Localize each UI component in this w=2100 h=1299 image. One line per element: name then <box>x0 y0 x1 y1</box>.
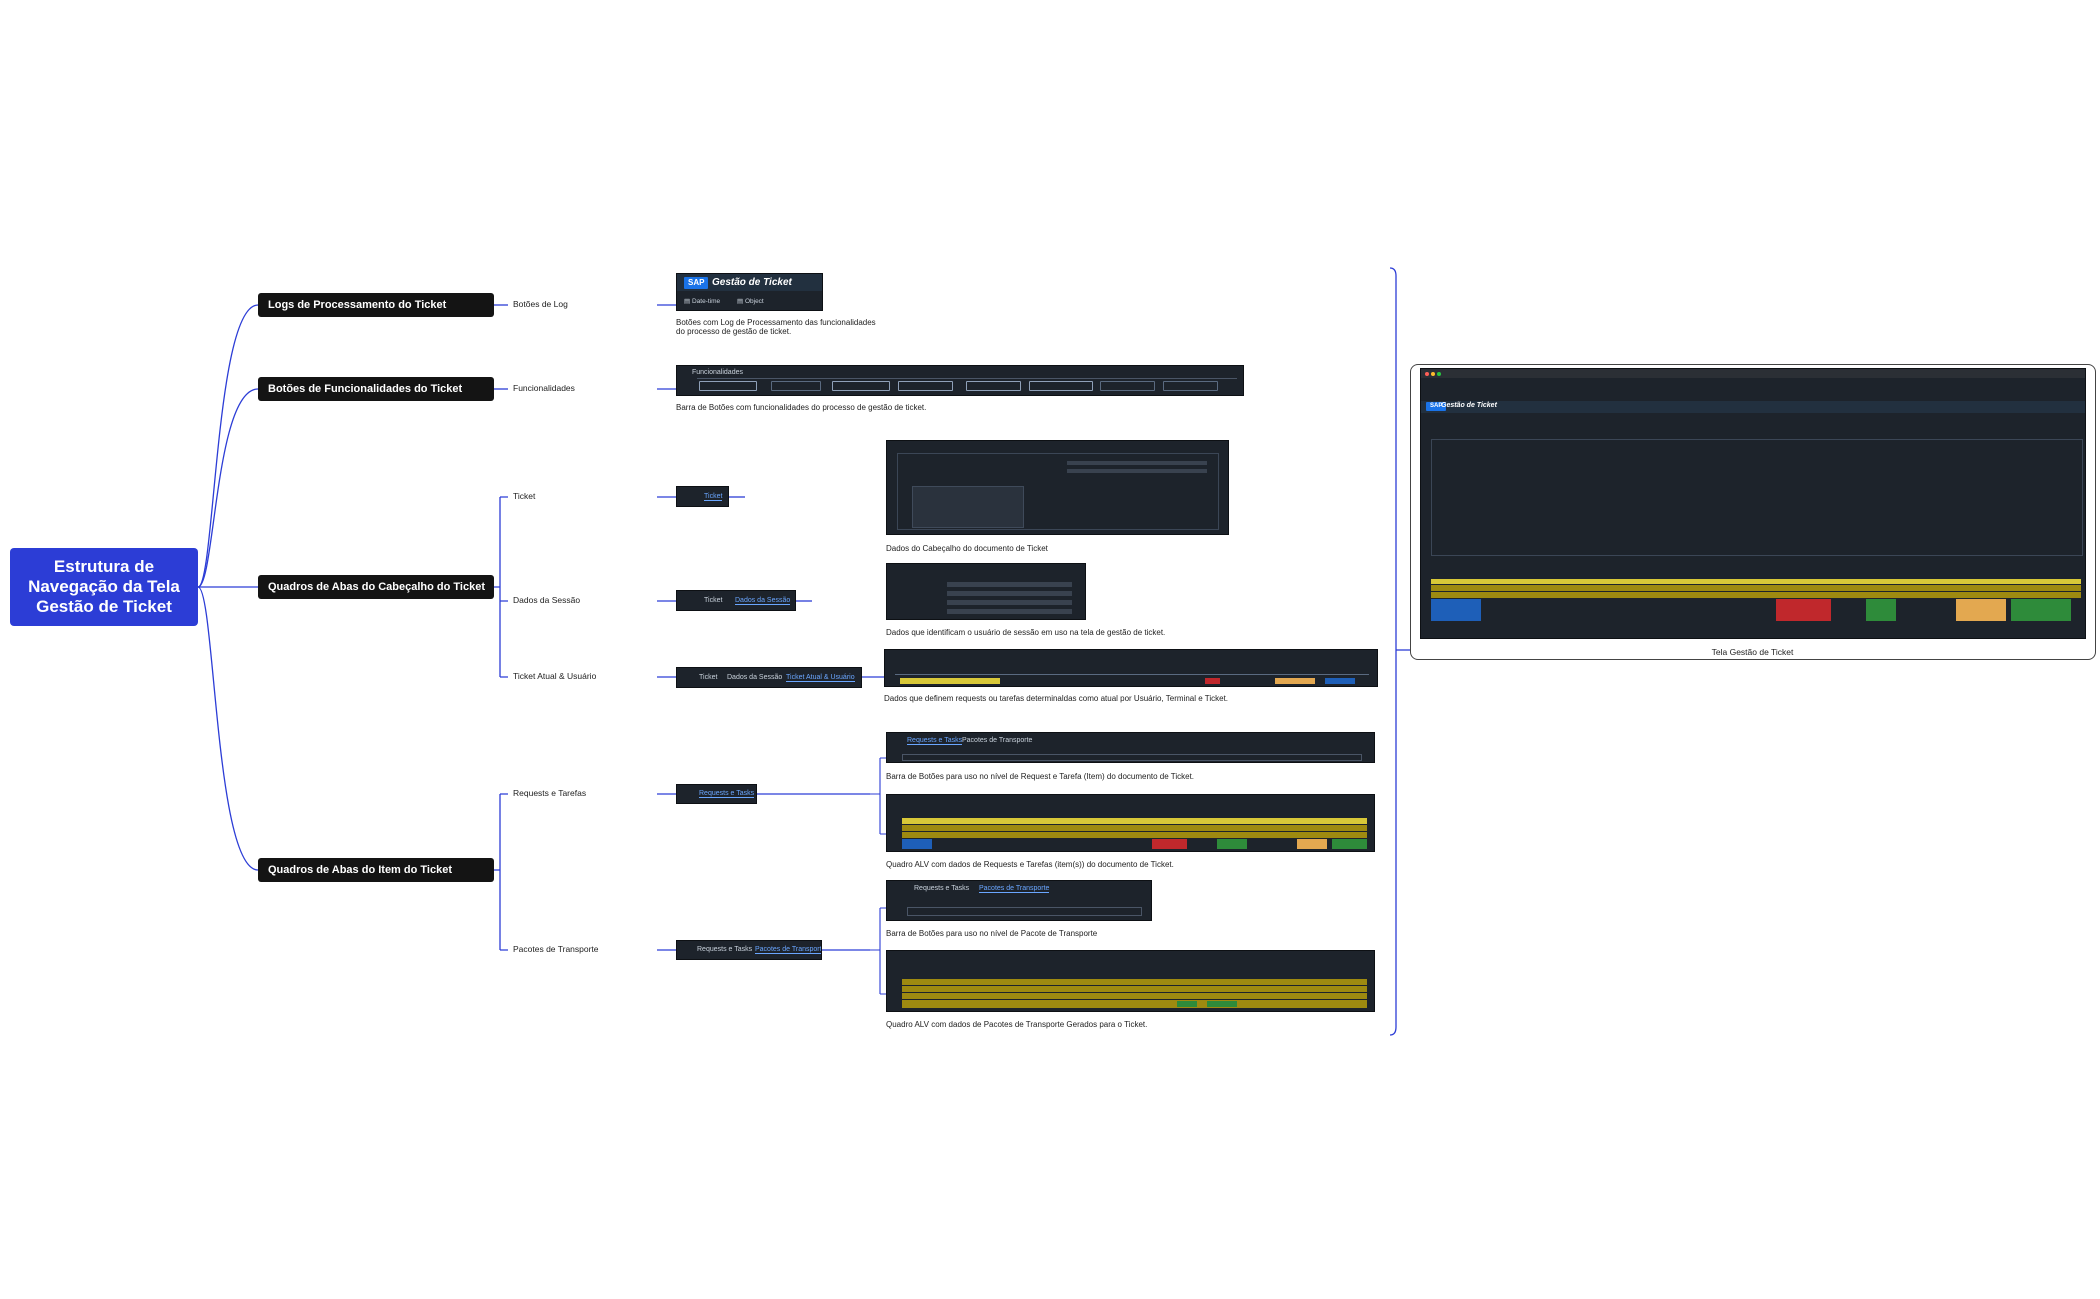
tab-requests-tasks[interactable]: Requests e Tasks <box>914 885 970 892</box>
func-button-3[interactable] <box>832 381 890 391</box>
caption-log: Botões com Log de Processamento das func… <box>676 318 876 336</box>
thumb-log-buttons: SAP Gestão de Ticket ▤ Date-time ▤ Objec… <box>676 273 823 311</box>
sap-logo: SAP <box>1426 402 1447 411</box>
thumb-requests-toolbar: Requests e Tasks Pacotes de Transporte <box>886 732 1375 763</box>
func-button-6[interactable] <box>1029 381 1093 391</box>
func-button-7[interactable] <box>1100 381 1155 391</box>
thumb-funcionalidades-bar: Funcionalidades <box>676 365 1244 396</box>
caption-funcionalidades: Barra de Botões com funcionalidades do p… <box>676 403 927 412</box>
caption-pacotes-alv: Quadro ALV com dados de Pacotes de Trans… <box>886 1020 1148 1029</box>
tab-ticket-atual[interactable]: Ticket Atual & Usuário <box>786 674 855 682</box>
caption-requests-alv: Quadro ALV com dados de Requests e Taref… <box>886 860 1174 869</box>
node-label: Quadros de Abas do Item do Ticket <box>268 864 452 876</box>
screen-caption: Tela Gestão de Ticket <box>1711 647 1794 657</box>
subnode-funcionalidades[interactable]: Funcionalidades <box>513 383 575 393</box>
tab-ticket[interactable]: Ticket <box>699 674 718 681</box>
node-label: Botões de Funcionalidades do Ticket <box>268 383 463 395</box>
caption-pacotes-toolbar: Barra de Botões para uso no nível de Pac… <box>886 929 1098 938</box>
thumb-tab-requests: Requests e Tasks <box>676 784 757 804</box>
object-button[interactable]: ▤ Object <box>737 298 764 305</box>
tab-pacotes[interactable]: Pacotes de Transporte <box>979 885 1050 893</box>
subnode-ticket-atual[interactable]: Ticket Atual & Usuário <box>513 671 597 681</box>
func-button-8[interactable] <box>1163 381 1218 391</box>
subnode-ticket[interactable]: Ticket <box>513 491 536 501</box>
func-button-2[interactable] <box>771 381 821 391</box>
tab-requests-tasks[interactable]: Requests e Tasks <box>699 790 755 798</box>
tab-dados-sessao[interactable]: Dados da Sessão <box>735 597 791 605</box>
subnode-dados-sessao[interactable]: Dados da Sessão <box>513 595 581 605</box>
thumb-ticket-atual <box>884 649 1378 687</box>
thumb-ticket-header <box>886 440 1229 535</box>
func-button-1[interactable] <box>699 381 757 391</box>
node-logs-processamento[interactable]: Logs de Processamento do Ticket <box>258 293 494 317</box>
thumb-dados-sessao <box>886 563 1086 620</box>
func-button-5[interactable] <box>966 381 1021 391</box>
node-botoes-funcionalidades[interactable]: Botões de Funcionalidades do Ticket <box>258 377 494 401</box>
root-title: Estrutura de Navegação da Tela Gestão de… <box>28 557 180 616</box>
tab-ticket[interactable]: Ticket <box>704 493 723 501</box>
tab-dados-sessao[interactable]: Dados da Sessão <box>727 674 783 681</box>
funcionalidades-label: Funcionalidades <box>692 369 743 376</box>
thumb-tab-ticket: Ticket <box>676 486 729 507</box>
tab-requests-tasks[interactable]: Requests e Tasks <box>907 737 963 745</box>
caption-ticket-atual: Dados que definem requests ou tarefas de… <box>884 694 1229 703</box>
caption-dados-sessao: Dados que identificam o usuário de sessã… <box>886 628 1166 637</box>
tab-ticket[interactable]: Ticket <box>704 597 723 604</box>
thumb-requests-alv <box>886 794 1375 852</box>
caption-ticket: Dados do Cabeçalho do documento de Ticke… <box>886 544 1048 553</box>
thumb-tab-ticket-atual: Ticket Dados da Sessão Ticket Atual & Us… <box>676 667 862 688</box>
screen-preview-frame: SAP Gestão de Ticket Tela Gestão de Tick… <box>1410 364 2096 660</box>
thumb-pacotes-alv <box>886 950 1375 1012</box>
node-abas-item[interactable]: Quadros de Abas do Item do Ticket <box>258 858 494 882</box>
func-button-4[interactable] <box>898 381 953 391</box>
caption-requests-toolbar: Barra de Botões para uso no nível de Req… <box>886 772 1195 781</box>
screen-title: Gestão de Ticket <box>1441 402 1497 409</box>
gestao-title: Gestão de Ticket <box>712 277 792 288</box>
node-label: Logs de Processamento do Ticket <box>268 299 447 311</box>
thumb-tab-dados-sessao: Ticket Dados da Sessão <box>676 590 796 611</box>
tab-pacotes[interactable]: Pacotes de Transporte <box>755 946 821 954</box>
root-node[interactable]: Estrutura de Navegação da Tela Gestão de… <box>10 548 198 626</box>
screen-preview: SAP Gestão de Ticket <box>1420 368 2086 639</box>
node-abas-cabecalho[interactable]: Quadros de Abas do Cabeçalho do Ticket <box>258 575 494 599</box>
node-label: Quadros de Abas do Cabeçalho do Ticket <box>268 581 485 593</box>
date-time-button[interactable]: ▤ Date-time <box>684 298 721 305</box>
subnode-pacotes-transporte[interactable]: Pacotes de Transporte <box>513 944 599 954</box>
tab-pacotes[interactable]: Pacotes de Transporte <box>962 737 1033 744</box>
sap-logo: SAP <box>684 277 709 289</box>
subnode-botoes-log[interactable]: Botões de Log <box>513 299 568 309</box>
subnode-requests-tarefas[interactable]: Requests e Tarefas <box>513 788 587 798</box>
tab-requests-tasks[interactable]: Requests e Tasks <box>697 946 753 953</box>
thumb-tab-pacotes: Requests e Tasks Pacotes de Transporte <box>676 940 822 960</box>
thumb-pacotes-toolbar: Requests e Tasks Pacotes de Transporte <box>886 880 1152 921</box>
